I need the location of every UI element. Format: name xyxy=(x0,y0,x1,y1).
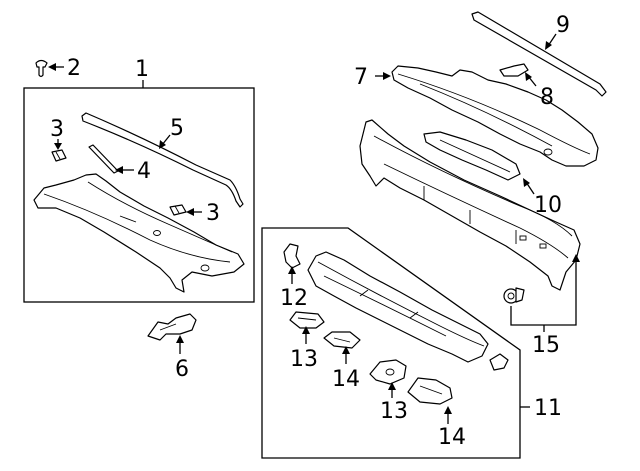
callout-2: 2 xyxy=(67,56,81,81)
callout-8: 8 xyxy=(540,85,554,110)
reinforcement-panel xyxy=(307,251,489,363)
callout-14-lower: 14 xyxy=(438,425,466,450)
part-14-bracket-upper xyxy=(323,331,361,349)
callout-5: 5 xyxy=(170,116,184,141)
part-2-clip xyxy=(35,59,48,78)
part-7-upper-panel xyxy=(391,65,599,167)
clip-small xyxy=(489,353,509,371)
part-4-seal-strip xyxy=(88,144,119,174)
callout-9: 9 xyxy=(556,13,570,38)
callout-1: 1 xyxy=(135,57,149,82)
callout-12: 12 xyxy=(280,286,308,311)
part-14-bracket-lower xyxy=(407,377,453,405)
part-5-seal xyxy=(81,112,244,208)
callout-13-upper: 13 xyxy=(290,347,318,372)
callout-4: 4 xyxy=(137,159,151,184)
callout-6: 6 xyxy=(175,357,189,382)
callout-3-upper: 3 xyxy=(50,117,64,142)
part-3-clip-lower xyxy=(169,204,187,216)
callout-3-lower: 3 xyxy=(206,201,220,226)
leader-lines xyxy=(48,33,580,424)
part-13-bracket-lower xyxy=(369,359,407,385)
part-9-rod xyxy=(471,11,607,97)
dash-panel xyxy=(359,119,581,291)
part-8-bracket xyxy=(499,63,529,77)
callout-7: 7 xyxy=(354,65,368,90)
part-10-pad xyxy=(423,131,521,181)
callout-10: 10 xyxy=(534,193,562,218)
callout-14-upper: 14 xyxy=(332,367,360,392)
part-15-grommet xyxy=(503,287,525,304)
part-6-bracket xyxy=(147,313,197,341)
part-12-bracket xyxy=(283,243,301,269)
cowl-panel xyxy=(33,173,245,293)
callout-13-lower: 13 xyxy=(380,399,408,424)
callout-15: 15 xyxy=(532,333,560,358)
group-box-11 xyxy=(261,227,521,459)
part-3-clip-upper xyxy=(51,149,67,162)
part-13-bracket-upper xyxy=(289,311,325,329)
group-box-1 xyxy=(23,87,255,303)
callout-11: 11 xyxy=(534,396,562,421)
